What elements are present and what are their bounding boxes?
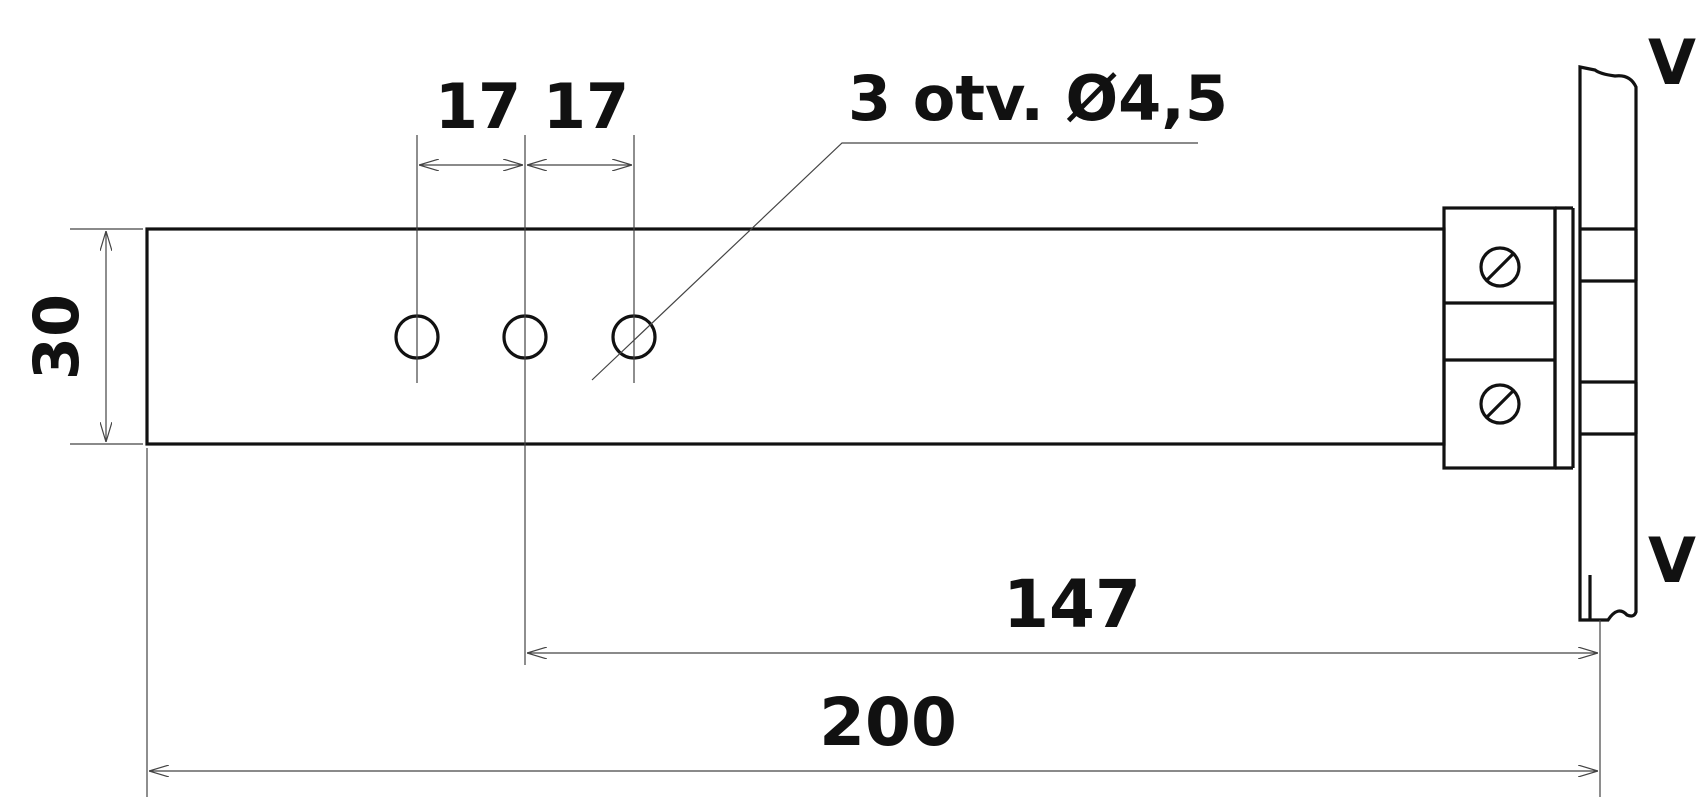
screw-head-top [1479,246,1521,288]
section-mark-top: V [1648,26,1696,99]
section-mark-bottom: V [1648,524,1696,597]
overall-length-label: 200 [819,684,957,761]
mounting-plate [1578,65,1638,622]
screw-head-bottom [1479,383,1521,425]
height-label: 30 [20,294,93,380]
extension-lines [70,135,1601,797]
pitch-1-label: 17 [435,70,521,143]
terminal-block [1442,206,1575,470]
bar-body [145,227,1446,446]
hole-callout-label: 3 otv. Ø4,5 [848,62,1228,135]
pitch-2-label: 17 [543,70,629,143]
hole-callout-leader [591,142,1198,381]
hole-offset-label: 147 [1003,566,1141,643]
